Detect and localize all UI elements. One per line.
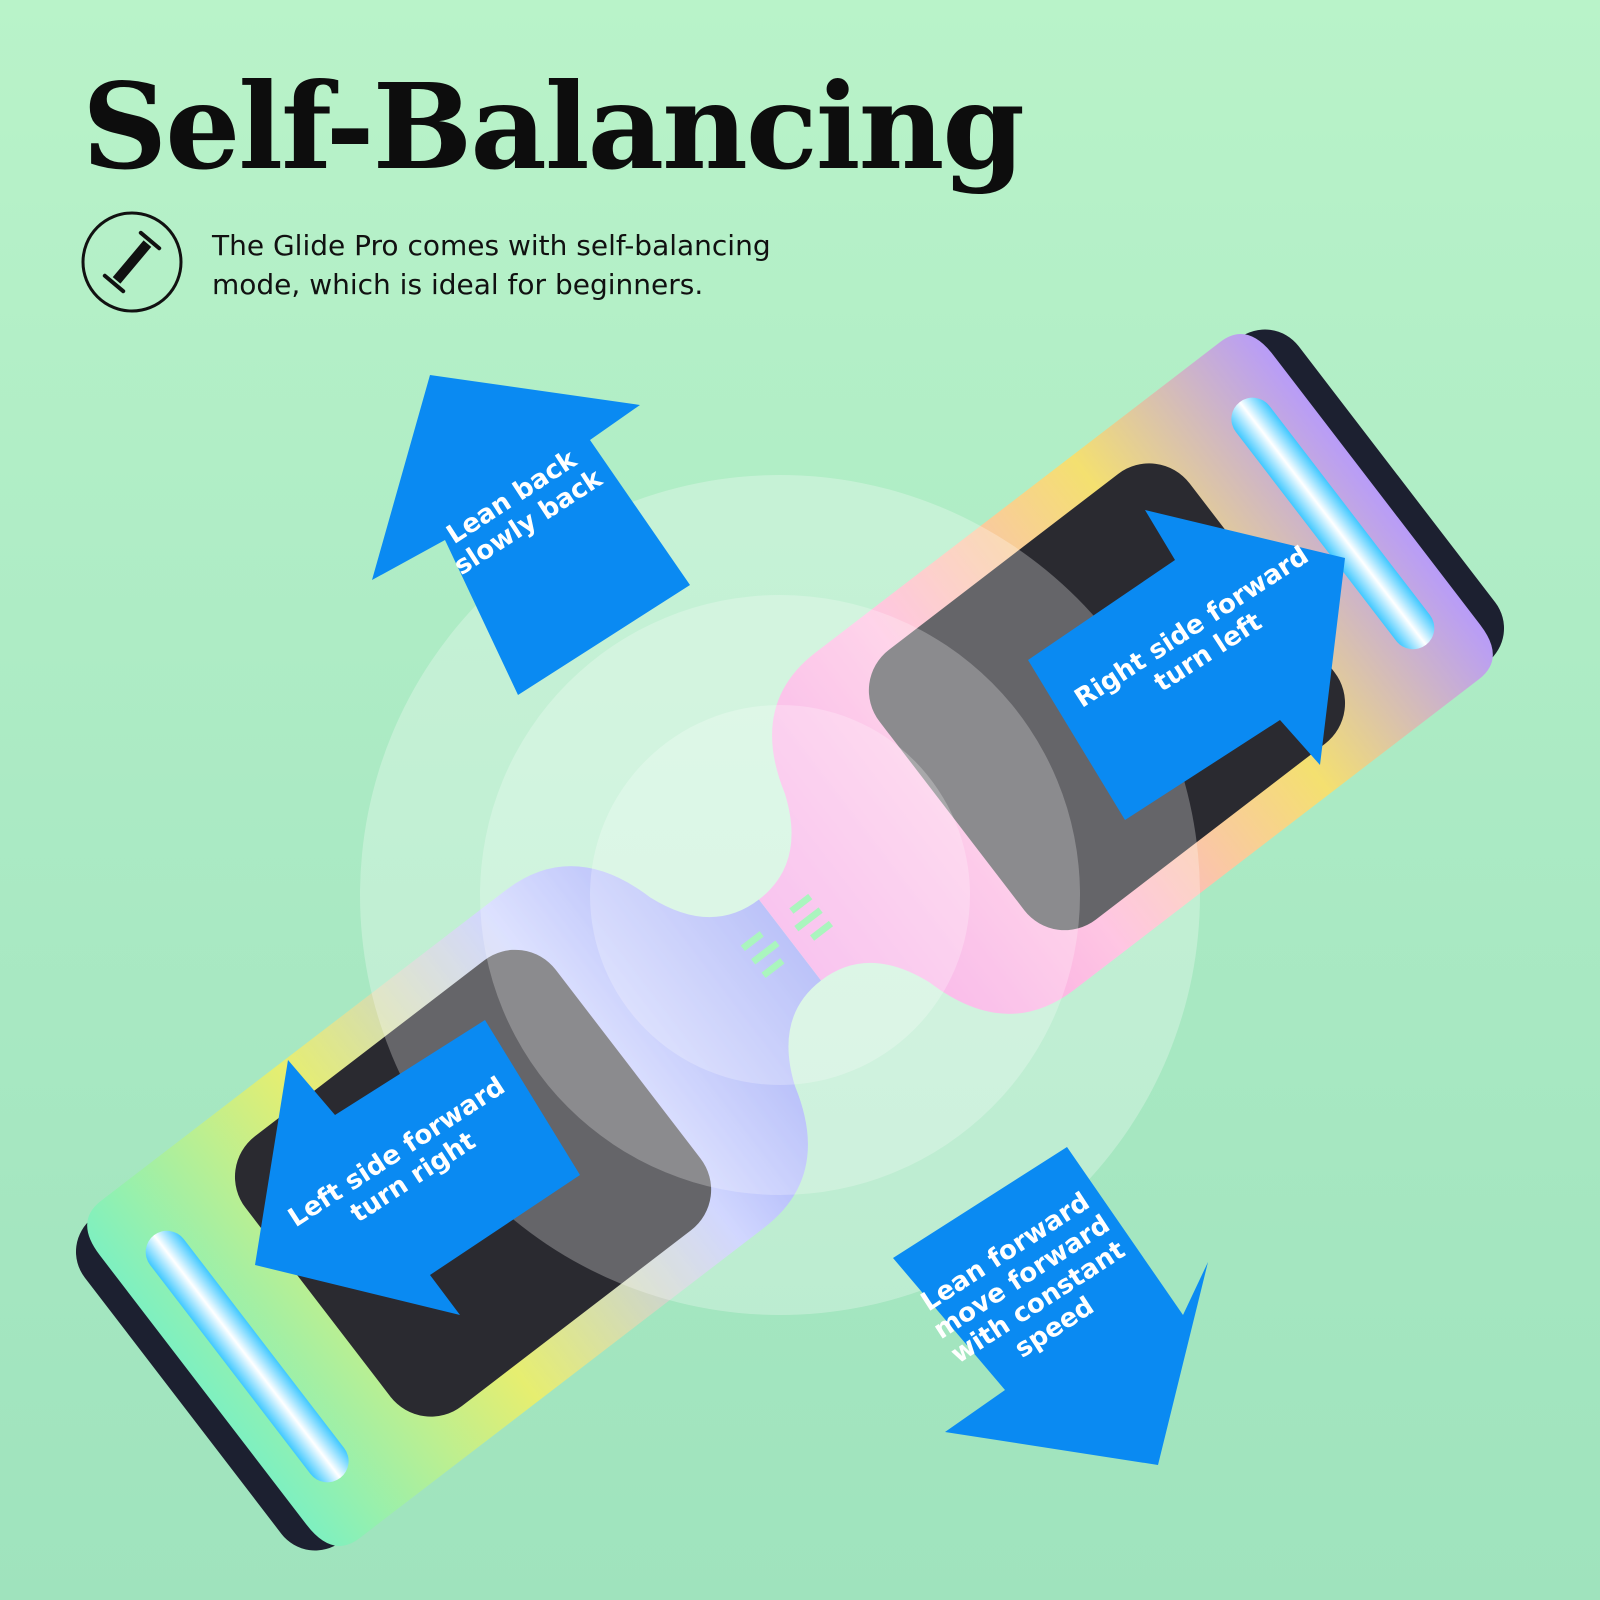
lean-back-arrow: [372, 375, 690, 695]
lean-forward-arrow: [893, 1147, 1208, 1465]
hoverboard-icon: [81, 211, 183, 313]
left-light-bar: [145, 1230, 349, 1483]
right-side-arrow: [1028, 510, 1345, 820]
left-side-arrow: [255, 1020, 580, 1315]
right-light-bar: [1231, 397, 1435, 650]
battery-indicator: [740, 893, 834, 979]
description-text: The Glide Pro comes with self-balancing …: [212, 229, 771, 301]
balance-rings: [360, 475, 1200, 1315]
page-title: Self-Balancing: [82, 57, 1025, 196]
